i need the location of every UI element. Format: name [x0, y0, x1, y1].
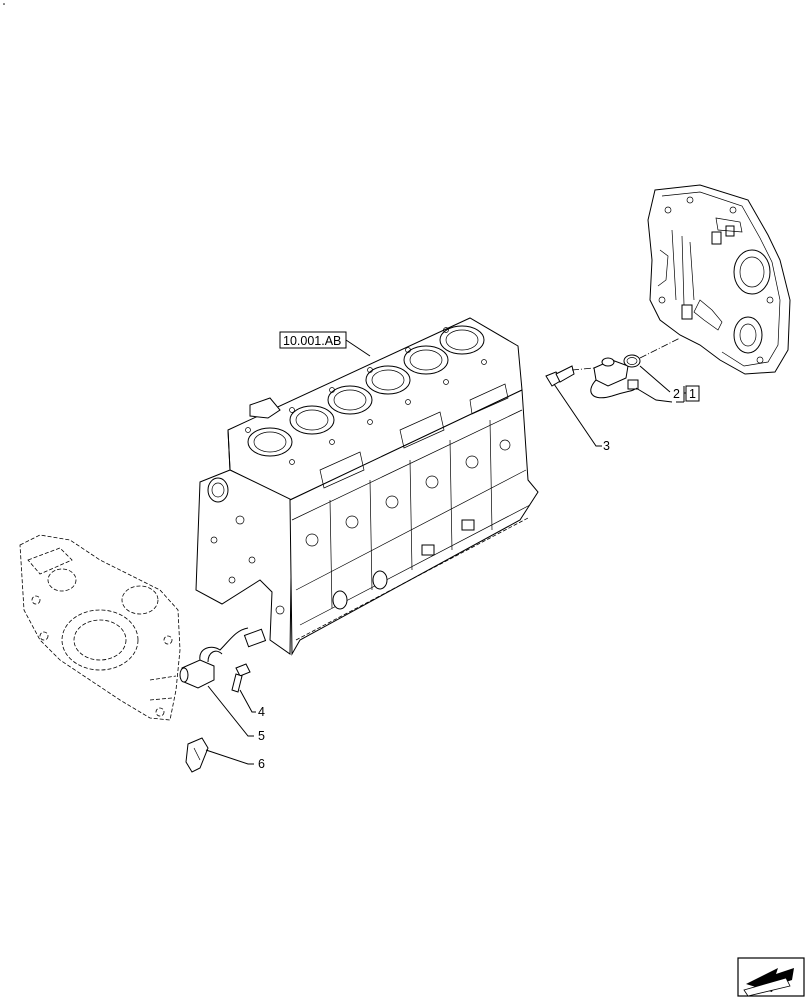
callout-3[interactable]: 3: [553, 383, 610, 453]
callout-3-label[interactable]: 3: [603, 439, 610, 453]
camshaft-sensor-assembly: [545, 337, 681, 399]
callout-1-label[interactable]: 1: [689, 387, 696, 401]
callout-4-label[interactable]: 4: [258, 705, 265, 719]
reference-label[interactable]: 10.001.AB: [283, 334, 341, 348]
callout-6[interactable]: 6: [205, 749, 265, 771]
callout-2-label[interactable]: 2: [673, 387, 680, 401]
next-page-arrow-icon[interactable]: [737, 957, 805, 997]
timing-cover-drawing: [19, 534, 181, 721]
callout-5-label[interactable]: 5: [258, 729, 265, 743]
callout-4[interactable]: 4: [239, 689, 265, 719]
flywheel-housing-drawing: [647, 184, 791, 375]
engine-block-drawing: [195, 317, 539, 656]
callout-6-label[interactable]: 6: [258, 757, 265, 771]
reference-label-group[interactable]: 10.001.AB: [279, 331, 371, 357]
callout-2[interactable]: 2: [635, 365, 680, 403]
crankshaft-sensor-assembly: [179, 627, 267, 773]
corner-mark: [3, 3, 5, 5]
callout-5[interactable]: 5: [207, 685, 265, 743]
callout-1[interactable]: 1: [676, 385, 700, 403]
